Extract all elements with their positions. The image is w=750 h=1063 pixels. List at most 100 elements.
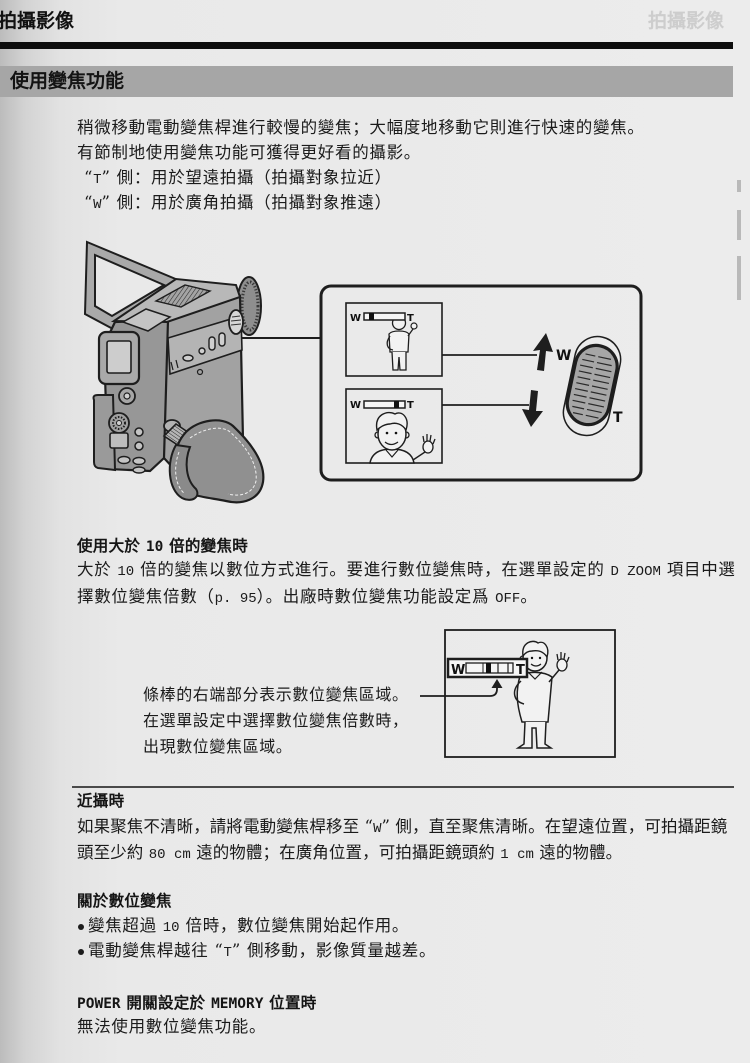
- intro-paragraph: 稍微移動電動變焦桿進行較慢的變焦；大幅度地移動它則進行快速的變焦。 有節制地使用…: [77, 115, 645, 215]
- digital-zoom-bar: W T: [446, 657, 529, 679]
- zoom-bar: [363, 400, 406, 409]
- intro-line: 稍微移動電動變焦桿進行較慢的變焦；大幅度地移動它則進行快速的變焦。: [77, 115, 645, 140]
- digital-zoom-bullets: 變焦超過 10 倍時，數位變焦開始起作用。 電動變焦桿越往 “T” 側移動，影像…: [77, 915, 436, 964]
- bullet-icon: [78, 948, 84, 955]
- page-edge-mark: [737, 210, 741, 240]
- arrow-up-icon: [491, 679, 503, 688]
- latin-run: W: [93, 197, 102, 213]
- heading-memory-mode: POWER 開關設定於 MEMORY 位置時: [77, 990, 317, 1017]
- text-run: 有節制地使用變焦功能可獲得更好看的攝影。: [77, 143, 421, 162]
- bullet-text: 電動變焦桿越往 “T” 側移動，影像質量越差。: [88, 939, 436, 966]
- lever-t-label: T: [613, 410, 623, 426]
- text-run: 大於: [77, 560, 118, 579]
- latin-run: p. 95: [214, 590, 257, 607]
- text-run: 電動變焦桿越往 “: [88, 940, 224, 960]
- latin-run: 1 cm: [500, 847, 534, 863]
- latin-run: 80 cm: [148, 847, 191, 863]
- bullet-item: 變焦超過 10 倍時，數位變焦開始起作用。: [77, 915, 436, 940]
- body-line: 無法使用數位變焦功能。: [77, 1014, 266, 1040]
- wide-side-description: “W” 側：用於廣角拍攝（拍攝對象推遠）: [84, 190, 645, 215]
- heading-closeup: 近攝時: [77, 792, 125, 810]
- bullet-text: 變焦超過 10 倍時，數位變焦開始起作用。: [88, 914, 409, 941]
- text-run: 開關設定於: [120, 994, 212, 1012]
- latin-run: D ZOOM: [610, 564, 661, 580]
- latin-run: T: [93, 172, 102, 188]
- text-run: 遠的物體；在廣角位置，可拍攝距鏡頭約: [190, 843, 501, 862]
- intro-line: 有節制地使用變焦功能可獲得更好看的攝影。: [77, 140, 645, 165]
- camcorder-icon: [83, 240, 265, 504]
- zoom-bar-w-label: W: [451, 663, 465, 678]
- zoom-bar-t-label: T: [407, 313, 414, 324]
- heading-about-digital-zoom: 關於數位變焦: [77, 892, 172, 910]
- text-run: 倍的變焦以數位方式進行。要進行數位變焦時，在選單設定的: [134, 560, 611, 579]
- zoom-lever-illustration: W T W T: [83, 240, 643, 504]
- zoom-bar-w-label: W: [350, 313, 361, 324]
- body-line: 擇數位變焦倍數（p. 95）。出廠時數位變焦功能設定爲 OFF。: [77, 584, 736, 611]
- latin-run: 10: [117, 564, 135, 580]
- zoom-bar-t-label: T: [407, 400, 414, 411]
- zoom-bar: [363, 312, 406, 321]
- text-run: 如果聚焦不清晰，請將電動變焦桿移至 “: [77, 817, 374, 836]
- text-run: 倍的變焦時: [163, 537, 249, 555]
- latin-run: T: [223, 944, 232, 961]
- arrow-down-icon: [522, 390, 543, 427]
- tele-side-description: “T” 側：用於望遠拍攝（拍攝對象拉近）: [84, 165, 645, 190]
- latin-run: 10: [162, 920, 180, 936]
- viewfinder-panel-tele: W T: [345, 388, 443, 464]
- text-run: “: [84, 193, 94, 212]
- text-run: ” 側：用於廣角拍攝（拍攝對象推遠）: [101, 193, 392, 212]
- bleed-through-header: 拍攝影像: [648, 10, 725, 32]
- text-run: ” 側：用於望遠拍攝（拍攝對象拉近）: [101, 168, 392, 187]
- bullet-icon: [78, 924, 84, 931]
- viewfinder-frame: [444, 629, 616, 758]
- arrow-up-icon: [533, 333, 553, 371]
- body-line: 大於 10 倍的變焦以數位方式進行。要進行數位變焦時，在選單設定的 D ZOOM…: [77, 557, 736, 584]
- closeup-paragraph: 如果聚焦不清晰，請將電動變焦桿移至 “W” 側，直至聚焦清晰。在望遠位置，可拍攝…: [77, 814, 727, 866]
- viewfinder-panel-wide: W T: [345, 302, 443, 377]
- latin-run: W: [373, 821, 382, 837]
- callout-line: 出現數位變焦區域。: [143, 737, 293, 756]
- zoom-lever-icon: [562, 335, 622, 437]
- text-run: 頭至少約: [77, 843, 149, 862]
- zoom-bar-w-label: W: [350, 400, 361, 411]
- latin-run: OFF: [495, 590, 521, 607]
- zoom-bar-indicator: [394, 401, 399, 408]
- body-line: 如果聚焦不清晰，請將電動變焦桿移至 “W” 側，直至聚焦清晰。在望遠位置，可拍攝…: [77, 814, 727, 840]
- text-run: 。: [520, 586, 538, 606]
- section-title: 使用變焦功能: [10, 70, 125, 92]
- callout-line: 在選單設定中選擇數位變焦倍數時，: [143, 711, 409, 730]
- zoom-bar-t-label: T: [516, 663, 525, 678]
- text-run: ” 側，直至聚焦清晰。在望遠位置，可拍攝距鏡: [381, 817, 728, 836]
- text-run: “: [84, 168, 94, 187]
- latin-run: 10: [145, 539, 164, 555]
- text-run: 稍微移動電動變焦桿進行較慢的變焦；大幅度地移動它則進行快速的變焦。: [77, 118, 645, 137]
- text-run: 變焦超過: [88, 916, 163, 935]
- pointer-arrow: [420, 687, 498, 697]
- zoom-bar-indicator: [369, 313, 374, 320]
- text-run: 無法使用數位變焦功能。: [77, 1017, 267, 1036]
- bullet-item: 電動變焦桿越往 “T” 側移動，影像質量越差。: [77, 940, 436, 965]
- latin-run: POWER: [77, 996, 121, 1012]
- section-divider: [72, 786, 734, 788]
- digital-zoom-bar-illustration: W T: [420, 629, 616, 758]
- text-run: 位置時: [263, 994, 317, 1012]
- section-title-bar: 使用變焦功能: [0, 66, 733, 97]
- callout-box: [319, 284, 643, 482]
- text-run: 倍時，數位變焦開始起作用。: [179, 916, 410, 935]
- waving-person-figure: [513, 640, 570, 749]
- running-header: 拍攝影像: [0, 10, 75, 32]
- text-run: 項目中選: [660, 560, 736, 579]
- lever-w-label: W: [556, 348, 571, 364]
- text-run: 使用大於: [77, 537, 146, 555]
- digital-zoom-callout-text: 條棒的右端部分表示數位變焦區域。 在選單設定中選擇數位變焦倍數時， 出現數位變焦…: [143, 682, 409, 760]
- latin-run: MEMORY: [211, 996, 264, 1012]
- callout-line: 條棒的右端部分表示數位變焦區域。: [143, 685, 409, 704]
- page-edge-mark: [737, 256, 741, 300]
- page-edge-mark: [737, 180, 741, 192]
- text-run: ）。出廠時數位變焦功能設定爲: [256, 586, 496, 606]
- text-run: 遠的物體。: [533, 843, 623, 862]
- body-line: 頭至少約 80 cm 遠的物體；在廣角位置，可拍攝距鏡頭約 1 cm 遠的物體。: [77, 840, 727, 866]
- text-run: ” 側移動，影像質量越差。: [231, 940, 437, 960]
- heading-zoom-over-10x: 使用大於 10 倍的變焦時: [77, 533, 248, 560]
- zoom-over-10x-paragraph: 大於 10 倍的變焦以數位方式進行。要進行數位變焦時，在選單設定的 D ZOOM…: [77, 557, 736, 610]
